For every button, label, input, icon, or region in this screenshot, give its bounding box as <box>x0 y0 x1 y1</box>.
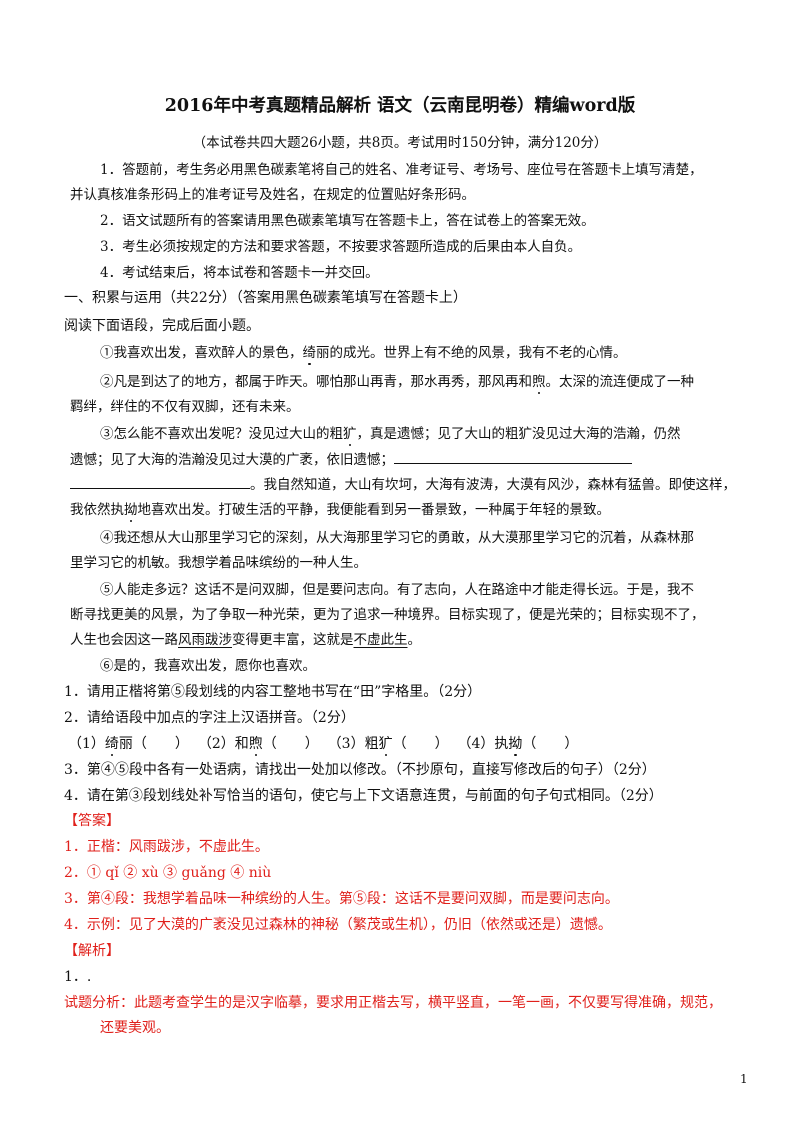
instruction-3: 3．考生必须按规定的方法和要求答题，不按要求答题所造成的后果由本人自负。 <box>100 239 582 255</box>
question-2: 2．请给语段中加点的字注上汉语拼音。（2分） <box>64 710 355 726</box>
dotted-char: 拗 <box>508 736 523 752</box>
answer-4: 4．示例：见了大漠的广袤没见过森林的神秘（繁茂或生机），仍旧（依然或还是）遗憾。 <box>64 917 612 933</box>
passage-paragraph-3-line-2: 遗憾；见了大海的浩瀚没见过大漠的广袤，依旧遗憾； <box>70 449 632 470</box>
passage-paragraph-4-line-1: ④我还想从大山那里学习它的深刻，从大海那里学习它的勇敢，从大漠那里学习它的沉着，… <box>100 530 694 546</box>
dotted-char: 绮 <box>104 736 119 752</box>
analysis-header: 【解析】 <box>64 943 120 959</box>
answer-3: 3．第④段：我想学着品味一种缤纷的人生。第⑤段：这话不是要问双脚，而是要问志向。 <box>64 891 619 907</box>
document-title: 2016年中考真题精品解析 语文（云南昆明卷）精编word版 <box>164 96 636 116</box>
analysis-text-line-2: 还要美观。 <box>100 1020 170 1036</box>
reading-intro: 阅读下面语段，完成后面小题。 <box>64 318 260 334</box>
fill-in-blank-2 <box>70 474 250 489</box>
dotted-char: 犷 <box>378 736 393 752</box>
question-1: 1．请用正楷将第⑤段划线的内容工整地书写在“田”字格里。（2分） <box>64 684 482 700</box>
passage-paragraph-1: ①我喜欢出发，喜欢醉人的景色，绮丽的成光。世界上有不绝的风景，我有不老的心情。 <box>100 345 627 361</box>
passage-paragraph-4-line-2: 里学习它的机敏。我想学着品味缤纷的一种人生。 <box>70 555 367 571</box>
page-number: 1 <box>740 1072 748 1086</box>
analysis-text-line-1: 试题分析：此题考查学生的是汉字临摹，要求用正楷去写，横平竖直，一笔一画，不仅要写… <box>64 995 722 1011</box>
section-heading: 一、积累与运用（共22分）（答案用黑色碳素笔填写在答题卡上） <box>64 290 467 306</box>
passage-paragraph-3-line-1: ③怎么能不喜欢出发呢？没见过大山的粗犷，真是遗憾；见了大山的粗犷没见过大海的浩瀚… <box>100 426 681 442</box>
instruction-2: 2．语文试题所有的答案请用黑色碳素笔填写在答题卡上，答在试卷上的答案无效。 <box>100 213 595 229</box>
passage-paragraph-5-line-1: ⑤人能走多远？这话不是问双脚，但是要问志向。有了志向，人在路途中才能走得长远。于… <box>100 582 694 598</box>
answer-2: 2．① qǐ ② xù ③ guǎng ④ niù <box>64 865 272 881</box>
passage-paragraph-5-line-3: 人生也会因这一路风雨跋涉变得更丰富，这就是不虚此生。 <box>70 632 421 648</box>
analysis-number: 1．. <box>64 969 92 985</box>
passage-paragraph-3-line-3: 。我自然知道，大山有坎坷，大海有波涛，大漠有风沙，森林有猛兽。即使这样， <box>70 474 736 495</box>
instruction-1-line-2: 并认真核准条形码上的准考证号及姓名，在规定的位置贴好条形码。 <box>70 187 475 203</box>
question-2-items: （1）绮丽（ ） （2）和煦（ ） （3）粗犷（ ） （4）执拗（ ） <box>68 736 579 752</box>
passage-paragraph-5-line-2: 断寻找更美的风景，为了争取一种光荣，更为了追求一种境界。目标实现了，便是光荣的；… <box>70 607 705 623</box>
question-3: 3．第④⑤段中各有一处语病，请找出一处加以修改。（不抄原句，直接写修改后的句子）… <box>64 762 656 778</box>
dotted-char: 煦 <box>532 374 546 390</box>
instruction-4: 4．考试结束后，将本试卷和答题卡一并交回。 <box>100 265 379 281</box>
answer-header: 【答案】 <box>64 813 120 829</box>
passage-paragraph-2-line-2: 羁绊，绊住的不仅有双脚，还有未来。 <box>70 399 300 415</box>
dotted-char: 煦 <box>248 736 263 752</box>
passage-paragraph-2-line-1: ②凡是到达了的地方，都属于昨天。哪怕那山再青，那水再秀，那风再和煦。太深的流连便… <box>100 374 694 390</box>
passage-paragraph-6: ⑥是的，我喜欢出发，愿你也喜欢。 <box>100 658 316 674</box>
underlined-phrase: 风雨跋涉 <box>178 632 232 648</box>
dotted-char: 绮 <box>302 345 317 361</box>
document-subtitle: （本试卷共四大题26小题，共8页。考试用时150分钟，满分120分） <box>192 135 608 151</box>
dotted-char: 拗 <box>124 502 138 518</box>
instruction-1-line-1: 1．答题前，考生务必用黑色碳素笔将自己的姓名、准考证号、考场号、座位号在答题卡上… <box>100 162 703 178</box>
dotted-char: 犷 <box>343 426 357 442</box>
fill-in-blank-1 <box>394 449 632 464</box>
question-4: 4．请在第③段划线处补写恰当的语句，使它与上下文语意连贯，与前面的句子句式相同。… <box>64 788 663 804</box>
answer-1: 1．正楷：风雨跋涉，不虚此生。 <box>64 839 269 855</box>
passage-paragraph-3-line-4: 我依然执拗地喜欢出发。打破生活的平静，我便能看到另一番景致，一种属于年轻的景致。 <box>70 502 610 518</box>
underlined-phrase: 不虚此生 <box>353 632 408 648</box>
